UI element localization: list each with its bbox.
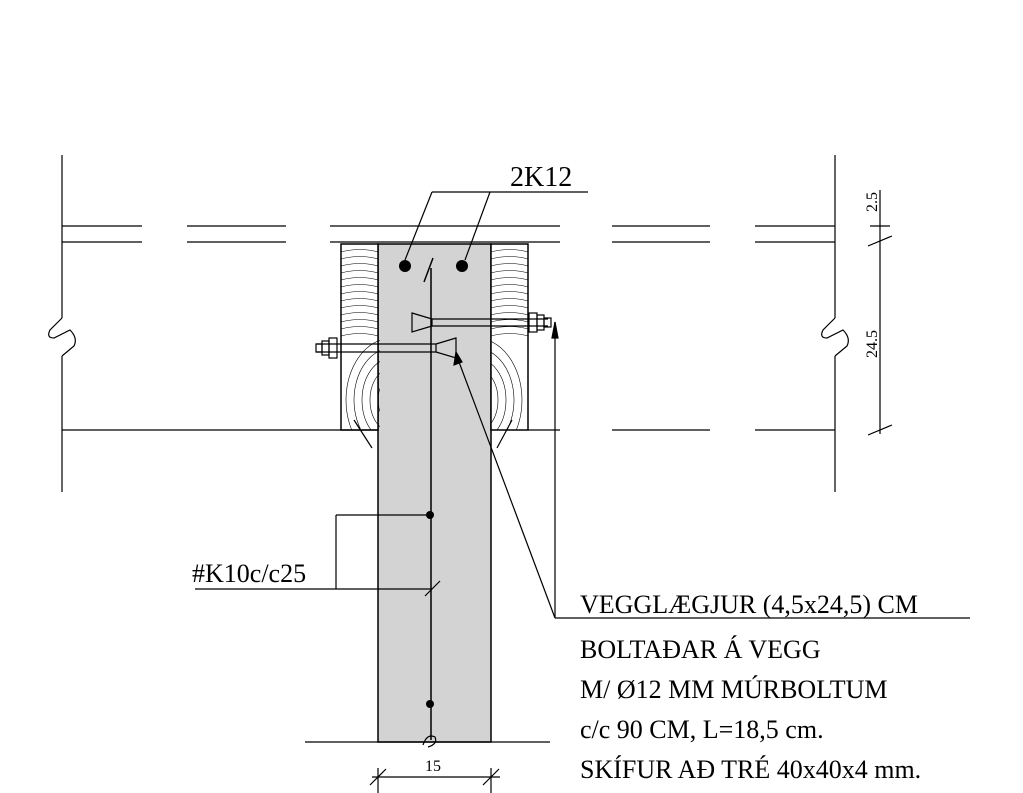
rebar-low [426, 700, 434, 708]
slab-dashed-lines [62, 225, 835, 431]
leader-2k12-a [404, 191, 433, 261]
break-line-left [48, 155, 76, 492]
ledger-tick-right [496, 419, 513, 449]
rebar-bottom-loop [422, 735, 437, 748]
timber-ledger-left [340, 243, 380, 431]
dimension-bottom [369, 768, 500, 793]
leader-2k12-b [464, 191, 491, 261]
dimension-right [867, 190, 893, 436]
rebar-top-right [456, 260, 468, 272]
dim-slab-depth: 24.5 [864, 330, 881, 358]
rebar-hook [423, 257, 434, 283]
rebar-top-left [399, 260, 411, 272]
bolt-lower [315, 337, 457, 359]
break-line-right [821, 155, 849, 492]
note-line-5: SKÍFUR AÐ TRÉ 40x40x4 mm. [580, 755, 921, 784]
leader-k10-tick [424, 580, 441, 597]
bolt-upper [411, 312, 552, 333]
label-top-rebar: 2K12 [510, 162, 572, 193]
timber-ledger-right [490, 243, 529, 431]
concrete-wall [377, 243, 492, 743]
note-line-1: VEGGLÆGJUR (4,5x24,5) CM [580, 590, 918, 619]
dim-wall-width: 15 [425, 758, 441, 775]
note-line-4: c/c 90 CM, L=18,5 cm. [580, 715, 824, 744]
dim-top-cover: 2.5 [864, 192, 881, 212]
note-line-3: M/ Ø12 MM MÚRBOLTUM [580, 675, 887, 704]
note-line-2: BOLTAÐAR Á VEGG [580, 635, 821, 664]
note-leaders [453, 321, 970, 619]
label-stirrups: #K10c/c25 [192, 559, 306, 588]
ledger-tick-left [353, 419, 373, 449]
